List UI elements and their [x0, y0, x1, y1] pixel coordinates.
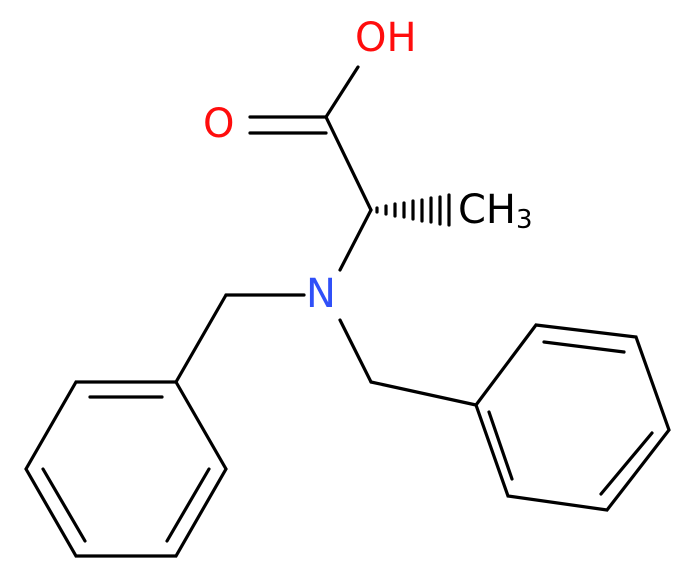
- bond-ch2-right-ring: [369, 380, 478, 407]
- bond-alpha-n: [338, 208, 373, 272]
- left-benzene-ring: [24, 380, 228, 558]
- hashed-wedge-bond: [375, 193, 451, 227]
- methyl-label: CH3: [458, 187, 533, 235]
- bond-carboxyl-alpha: [324, 115, 373, 212]
- right-benzene-ring: [474, 323, 671, 512]
- bond-ch2-left-ring: [174, 293, 228, 384]
- bond-n-ch2-right: [338, 318, 373, 384]
- methyl-subscript: 3: [516, 205, 533, 235]
- carbonyl-oxygen-label: O: [203, 101, 234, 147]
- bond-c-oh: [324, 65, 360, 119]
- nitrogen-label: N: [306, 271, 336, 317]
- hydroxyl-label: OH: [355, 15, 417, 61]
- methyl-main: CH: [458, 187, 516, 233]
